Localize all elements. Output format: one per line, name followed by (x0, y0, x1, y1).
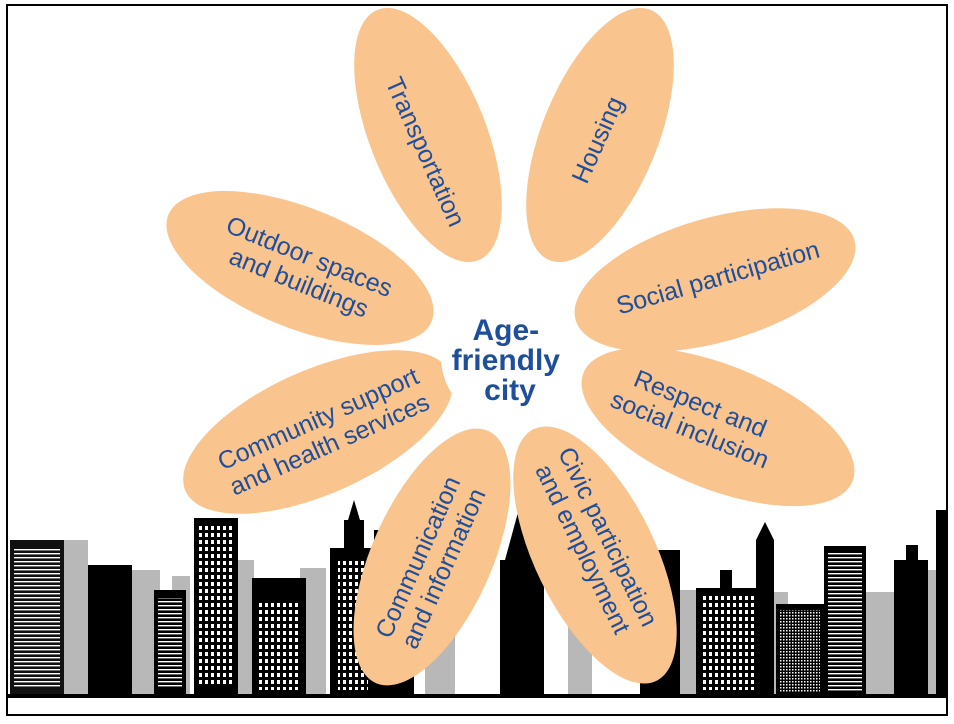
petal-social-participation (574, 208, 856, 352)
building (906, 545, 918, 563)
building (756, 522, 774, 540)
petal-community-support-health (183, 350, 453, 514)
center-line-2: friendly (452, 344, 561, 377)
building (348, 500, 360, 520)
building (894, 560, 928, 696)
building (500, 560, 544, 696)
petals (166, 7, 856, 686)
petal-housing (526, 7, 674, 263)
building (936, 510, 948, 696)
ground-line (8, 694, 946, 698)
center-circle (441, 290, 575, 424)
petal-communication-information (353, 428, 511, 686)
building (60, 540, 88, 696)
petal-civic-participation-employment (513, 426, 677, 684)
building (866, 592, 894, 696)
building (88, 565, 132, 696)
center-line-1: Age- (472, 314, 539, 347)
city-skyline (8, 500, 948, 698)
building (344, 520, 364, 550)
building (756, 540, 774, 696)
petal-outdoor-spaces-buildings (166, 191, 434, 345)
petal-respect-social-inclusion (581, 347, 855, 507)
building (720, 570, 732, 590)
building-windows (14, 526, 862, 692)
center-label: Age- friendly city (452, 314, 569, 407)
petal-transportation (354, 7, 502, 263)
building (676, 590, 696, 696)
center-line-3: city (484, 374, 536, 407)
slide-border (6, 4, 948, 716)
